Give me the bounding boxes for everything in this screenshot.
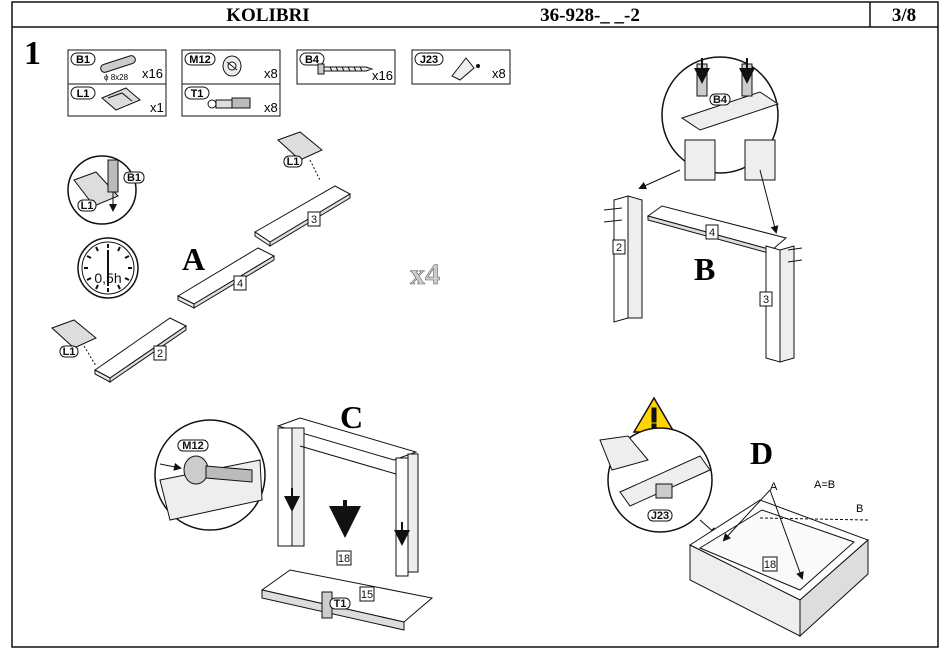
callout-j23: J23: [651, 510, 669, 522]
section-d: J23 18: [599, 396, 869, 638]
panel-2: 2: [616, 242, 622, 254]
panel-3: 3: [311, 214, 317, 226]
step-number: 1: [24, 35, 41, 72]
section-letter-b: B: [694, 251, 715, 287]
panel-3: 3: [763, 294, 769, 306]
page-number: 3/8: [892, 5, 916, 26]
part-t1: T1 x8: [184, 86, 278, 115]
part-qty: x8: [264, 66, 278, 81]
part-code: M12: [189, 54, 210, 66]
cam-bolt-icon: [207, 97, 251, 109]
multiplier: x4: [410, 258, 440, 291]
screw-icon: [317, 63, 374, 75]
cam-lock-icon: [222, 55, 242, 77]
panel-18: 18: [338, 553, 350, 565]
part-code: L1: [77, 88, 90, 100]
section-b: B4 2 4 3: [603, 56, 803, 363]
panel-4: 4: [709, 227, 715, 239]
part-l1: L1 x1: [70, 86, 164, 115]
dimension-equation: A=B: [814, 479, 835, 491]
panel-4: 4: [237, 278, 243, 290]
part-qty: x16: [142, 66, 163, 81]
panel-18: 18: [764, 559, 776, 571]
part-code: T1: [191, 88, 204, 100]
corner-bracket-icon: [451, 57, 480, 81]
section-letter-c: C: [340, 399, 363, 435]
section-c: M12 18 15 T1: [154, 417, 434, 631]
panel-15: 15: [361, 589, 373, 601]
callout-t1: T1: [334, 598, 347, 610]
part-b4: B4 x16: [299, 52, 393, 83]
part-code: B1: [76, 54, 90, 66]
callout-b4: B4: [713, 94, 728, 106]
page-frame: [11, 1, 939, 648]
section-a: B1 L1 0,5h: [51, 131, 352, 383]
callout-b1: B1: [127, 172, 141, 184]
part-size: ϕ 8x28: [104, 73, 129, 82]
part-m12: M12 x8: [184, 52, 278, 81]
section-letter-d: D: [750, 435, 773, 471]
part-code: B4: [305, 54, 320, 66]
callout-m12: M12: [182, 440, 203, 452]
part-qty: x16: [372, 68, 393, 83]
clock-icon: [77, 237, 139, 299]
part-b1: B1 ϕ 8x28 x16: [70, 52, 163, 82]
part-j23: J23 x8: [414, 52, 506, 81]
part-qty: x8: [492, 66, 506, 81]
part-qty: x8: [264, 100, 278, 115]
part-qty: x1: [150, 100, 164, 115]
product-name: KOLIBRI: [226, 5, 309, 26]
dimension-label-b: B: [856, 503, 863, 515]
callout-l1-top: L1: [287, 156, 300, 168]
parts-list: [67, 49, 511, 117]
glue-packet-icon: [101, 87, 141, 111]
section-letter-a: A: [182, 241, 205, 277]
warning-icon: [632, 396, 676, 433]
product-code: 36-928-_ _-2: [540, 5, 640, 26]
panel-2: 2: [157, 348, 163, 360]
wooden-dowel-icon: [100, 55, 136, 73]
callout-l1: L1: [81, 200, 94, 212]
assembly-time: 0,5h: [94, 270, 121, 286]
part-code: J23: [420, 54, 438, 66]
callout-l1-bottom: L1: [63, 346, 76, 358]
dimension-label-a: A: [770, 481, 778, 493]
